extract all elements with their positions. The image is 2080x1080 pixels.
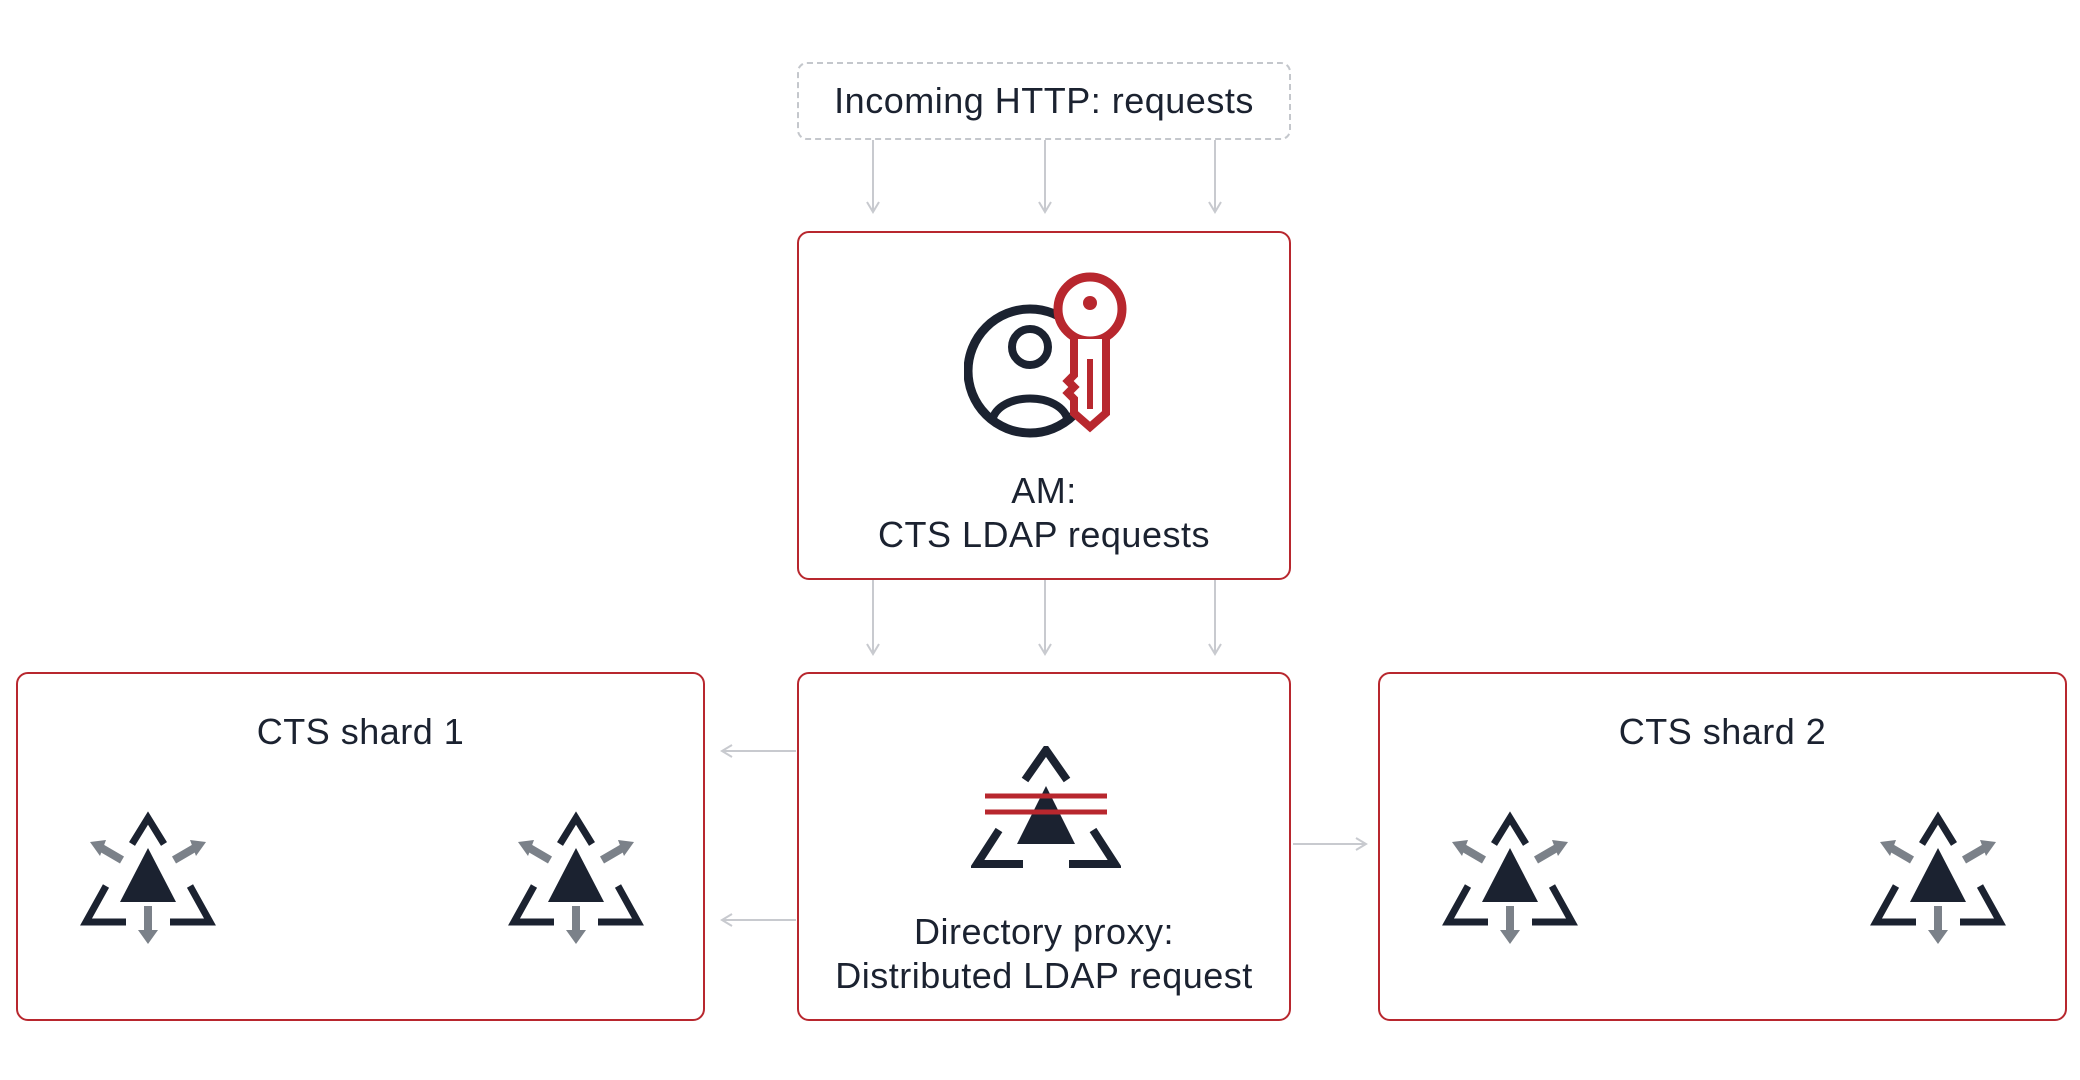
directory-server-icon <box>1442 811 1578 944</box>
incoming-requests-label: Incoming HTTP: requests <box>834 80 1254 121</box>
directory-server-icon <box>1870 811 2006 944</box>
shard-2-title: CTS shard 2 <box>1618 711 1827 752</box>
proxy-subtitle: Distributed LDAP request <box>835 955 1253 996</box>
directory-server-icon <box>80 811 216 944</box>
directory-proxy-icon <box>971 746 1121 868</box>
shard-1-title: CTS shard 1 <box>256 711 465 752</box>
directory-server-icon <box>508 811 644 944</box>
am-subtitle: CTS LDAP requests <box>878 514 1210 555</box>
am-box: AM: CTS LDAP requests <box>797 231 1291 580</box>
cts-shard-1-box: CTS shard 1 <box>16 672 705 1021</box>
proxy-title: Directory proxy: <box>913 911 1175 952</box>
incoming-requests-box: Incoming HTTP: requests <box>797 62 1291 140</box>
am-title: AM: <box>1011 470 1077 511</box>
cts-shard-2-box: CTS shard 2 <box>1378 672 2067 1021</box>
user-key-icon <box>964 272 1127 438</box>
directory-proxy-box: Directory proxy: Distributed LDAP reques… <box>797 672 1291 1021</box>
